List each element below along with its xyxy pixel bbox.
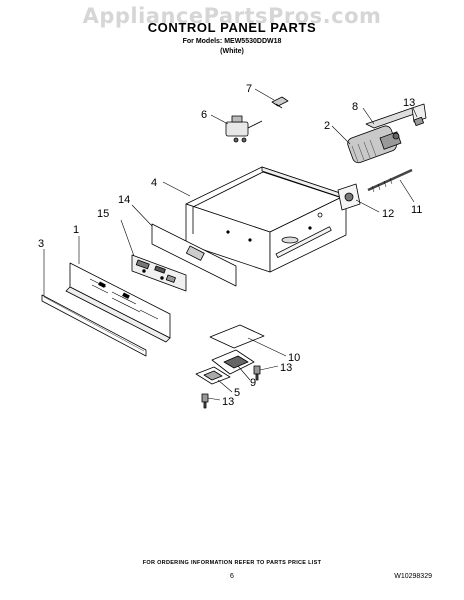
model-line: For Models: MEW5530DDW18 xyxy=(182,38,282,45)
callout-4: 4 xyxy=(151,177,157,189)
callout-6: 6 xyxy=(201,109,207,121)
callout-10: 10 xyxy=(288,352,300,364)
callout-2: 2 xyxy=(324,120,330,132)
part-shaft-11 xyxy=(367,168,413,193)
callout-11: 11 xyxy=(411,204,422,216)
part-bracket-5 xyxy=(195,366,231,385)
callout-3: 3 xyxy=(38,238,44,250)
page-number: 6 xyxy=(230,573,234,580)
part-bracket-10 xyxy=(209,324,265,349)
callout-14: 14 xyxy=(118,194,130,206)
callout-13c: 13 xyxy=(222,396,234,408)
watermark: AppliancePartsPros.com xyxy=(82,4,382,28)
document-number: W10298329 xyxy=(394,573,432,580)
callout-5: 5 xyxy=(234,387,240,399)
callout-15: 15 xyxy=(97,208,109,220)
part-trim-3 xyxy=(41,294,147,357)
screw-icon xyxy=(201,116,424,409)
part-panel-14 xyxy=(151,223,237,287)
callout-9: 9 xyxy=(250,377,256,389)
part-bracket-8 xyxy=(365,103,427,129)
part-housing-4 xyxy=(185,166,347,273)
callout-13b: 13 xyxy=(280,362,292,374)
part-control-panel-1 xyxy=(65,262,171,343)
part-bracket-9 xyxy=(211,349,255,375)
color-line: (White) xyxy=(220,48,244,55)
callout-12: 12 xyxy=(382,208,394,220)
part-control-board-15 xyxy=(131,254,187,292)
callout-labels: 1 2 3 4 5 6 7 8 9 10 11 12 13 13 13 14 1… xyxy=(38,83,422,408)
ordering-note: FOR ORDERING INFORMATION REFER TO PARTS … xyxy=(142,560,322,566)
callout-8: 8 xyxy=(352,101,358,113)
part-fan-2 xyxy=(347,125,402,164)
part-clip-7 xyxy=(271,96,289,109)
part-switch-6 xyxy=(225,115,263,143)
leader-lines xyxy=(43,88,418,401)
callout-13a: 13 xyxy=(403,97,415,109)
part-plate-12 xyxy=(337,183,361,211)
callout-1: 1 xyxy=(73,224,79,236)
callout-7: 7 xyxy=(246,83,252,95)
page-title: CONTROL PANEL PARTS xyxy=(147,20,317,35)
